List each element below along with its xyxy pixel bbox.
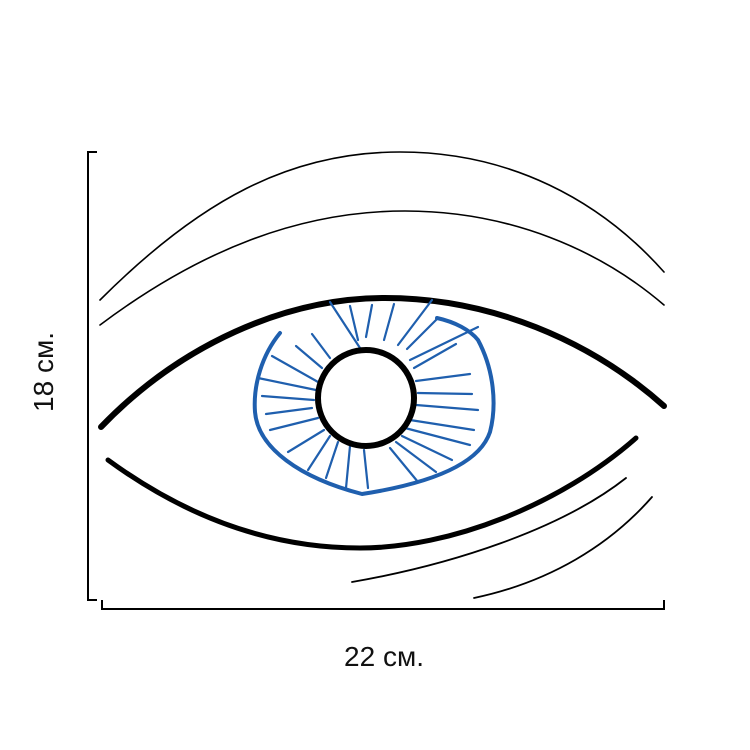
wrinkle-line-2 <box>473 496 653 599</box>
brow-line-inner <box>99 210 665 326</box>
wrinkle-line-1 <box>351 477 627 583</box>
iris-rays <box>256 298 480 490</box>
width-dimension-label: 22 см. <box>344 641 424 672</box>
height-dimension-label: 18 см. <box>28 332 59 412</box>
lower-eyelid <box>105 435 639 551</box>
lower-wrinkle-lines <box>351 477 653 599</box>
iris <box>252 298 496 497</box>
upper-eyelid <box>98 294 667 430</box>
iris-outline <box>252 316 496 497</box>
brow-lines <box>99 151 665 326</box>
width-bracket <box>101 600 665 610</box>
brow-line-outer <box>99 151 665 301</box>
height-bracket <box>87 151 97 601</box>
pupil <box>315 347 417 449</box>
dimension-brackets <box>87 151 665 610</box>
